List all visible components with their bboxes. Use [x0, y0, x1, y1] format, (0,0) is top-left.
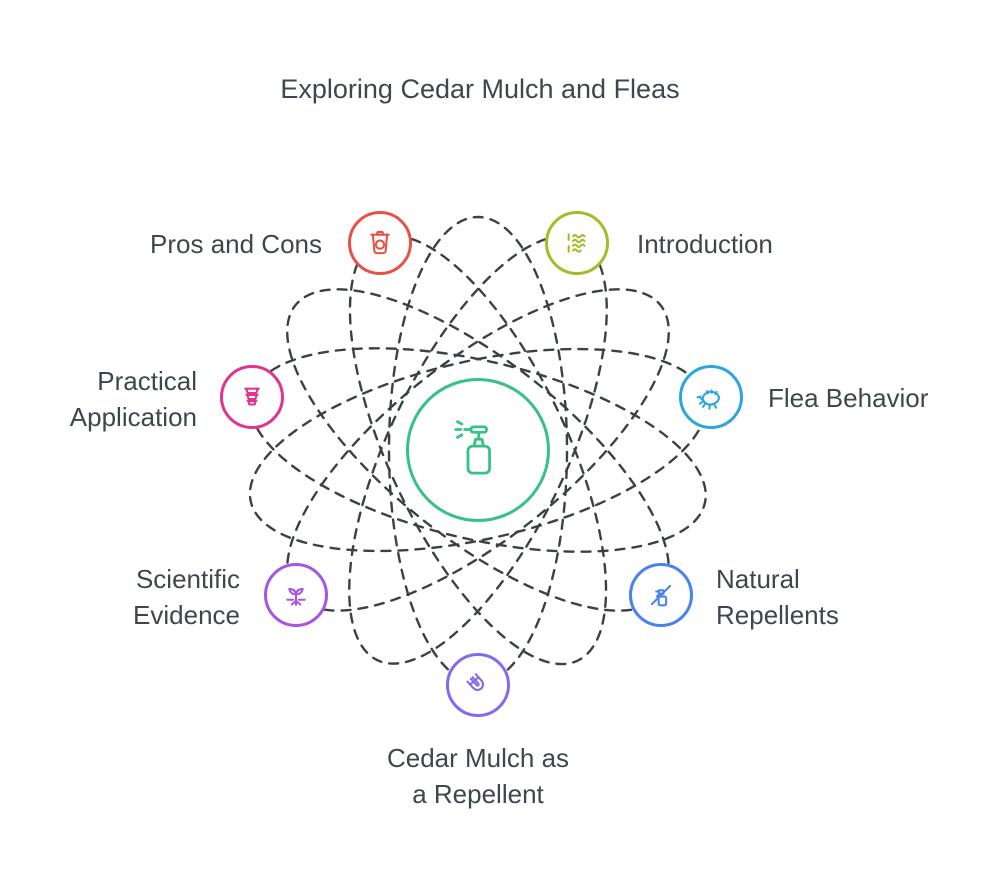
node-flea-behavior — [679, 365, 743, 429]
node-label-cedar-mulch-as-a-repellent: Cedar Mulch as a Repellent — [386, 743, 570, 809]
scent-lines-icon — [567, 233, 586, 253]
node-cedar-mulch-as-a-repellent — [446, 653, 510, 717]
flea-icon — [696, 389, 720, 410]
node-label-natural-repellents: Natural Repellents — [716, 564, 839, 630]
node-natural-repellents — [629, 563, 693, 627]
node-label-scientific-evidence: Scientific Evidence — [133, 564, 240, 630]
sprout-roots-icon — [286, 588, 306, 606]
node-label-practical-application: Practical Application — [69, 366, 197, 432]
node-introduction — [545, 211, 609, 275]
center-node — [406, 378, 550, 522]
node-label-introduction: Introduction — [637, 229, 773, 259]
pump-sprayer-icon — [454, 420, 491, 475]
node-practical-application — [220, 365, 284, 429]
trash-recycle-icon — [370, 230, 390, 255]
stacked-pots-icon — [244, 387, 260, 406]
magnet-icon — [466, 673, 485, 691]
node-label-flea-behavior: Flea Behavior — [768, 383, 929, 413]
node-label-pros-and-cons: Pros and Cons — [150, 229, 322, 259]
no-spray-icon — [650, 584, 672, 607]
diagram-title: Exploring Cedar Mulch and Fleas — [280, 74, 680, 104]
node-scientific-evidence — [264, 563, 328, 627]
node-pros-and-cons — [348, 211, 412, 275]
